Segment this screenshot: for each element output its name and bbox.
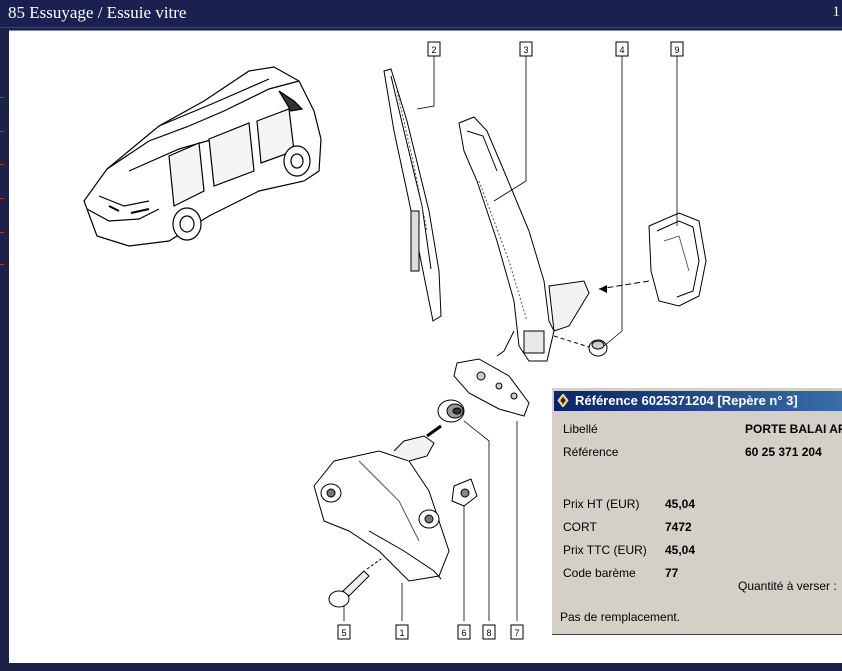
callout-number: 1 bbox=[399, 628, 404, 638]
callout-box-6[interactable]: 6 bbox=[457, 624, 471, 640]
prix-ht-label: Prix HT (EUR) bbox=[563, 497, 640, 511]
margin-tick bbox=[0, 164, 4, 165]
renault-logo-icon bbox=[557, 394, 569, 407]
callout-number: 8 bbox=[486, 628, 491, 638]
page-number: 1 bbox=[832, 4, 841, 20]
left-margin-strip bbox=[0, 28, 9, 671]
callout-box-9[interactable]: 9 bbox=[670, 41, 684, 57]
bushing-part-8[interactable] bbox=[437, 399, 465, 423]
quantite-label: Quantité à verser : bbox=[738, 579, 837, 593]
margin-tick bbox=[0, 232, 4, 233]
part-info-popup[interactable]: Référence 6025371204 [Repère n° 3] Libel… bbox=[551, 387, 842, 636]
reference-value: 60 25 371 204 bbox=[745, 445, 822, 459]
remplacement-text: Pas de remplacement. bbox=[560, 610, 681, 624]
margin-tick bbox=[0, 264, 4, 265]
callout-number: 2 bbox=[431, 45, 436, 55]
callout-number: 7 bbox=[514, 628, 519, 638]
callout-number: 5 bbox=[341, 628, 346, 638]
callout-box-5[interactable]: 5 bbox=[337, 624, 351, 640]
popup-body: Libellé PORTE BALAI AR Référence 60 25 3… bbox=[555, 414, 842, 632]
reference-label: Référence bbox=[563, 445, 619, 459]
grommet-part-6[interactable] bbox=[451, 478, 478, 507]
prix-ttc-value: 45,04 bbox=[665, 543, 696, 557]
libelle-value: PORTE BALAI AR bbox=[745, 422, 842, 436]
margin-tick bbox=[0, 97, 4, 98]
callout-leaders bbox=[343, 56, 678, 621]
callout-box-7[interactable]: 7 bbox=[510, 624, 524, 640]
parts-diagram: 2 3 4 9 5 1 6 8 7 bbox=[83, 41, 707, 640]
bolt-part-5[interactable] bbox=[328, 570, 370, 608]
callout-number: 9 bbox=[674, 45, 679, 55]
libelle-label: Libellé bbox=[563, 422, 598, 436]
cort-value: 7472 bbox=[665, 520, 692, 534]
cap-part-9[interactable] bbox=[648, 212, 707, 307]
callout-box-3[interactable]: 3 bbox=[519, 41, 533, 57]
wiper-arm-part-3[interactable] bbox=[458, 116, 590, 362]
prix-ht-value: 45,04 bbox=[665, 497, 696, 511]
margin-tick bbox=[0, 198, 4, 199]
popup-titlebar[interactable]: Référence 6025371204 [Repère n° 3] bbox=[554, 391, 842, 411]
code-bareme-label: Code barème bbox=[563, 566, 636, 580]
callout-number: 6 bbox=[461, 628, 466, 638]
cort-label: CORT bbox=[563, 520, 597, 534]
assembly-line bbox=[366, 558, 382, 570]
arrow-icon bbox=[599, 285, 607, 293]
assembly-line bbox=[553, 335, 590, 348]
popup-title: Référence 6025371204 [Repère n° 3] bbox=[575, 393, 798, 408]
window-titlebar: 85 Essuyage / Essuie vitre 1 bbox=[0, 0, 842, 28]
callout-box-1[interactable]: 1 bbox=[395, 624, 409, 640]
callout-box-8[interactable]: 8 bbox=[482, 624, 496, 640]
prix-ttc-label: Prix TTC (EUR) bbox=[563, 543, 647, 557]
parts-diagram-canvas[interactable]: 2 3 4 9 5 1 6 8 7 bbox=[9, 30, 842, 664]
callout-number: 4 bbox=[619, 45, 624, 55]
callout-box-4[interactable]: 4 bbox=[615, 41, 629, 57]
callout-box-2[interactable]: 2 bbox=[427, 41, 441, 57]
window-title: 85 Essuyage / Essuie vitre bbox=[8, 3, 187, 22]
car-illustration bbox=[83, 66, 322, 247]
bottom-margin-strip bbox=[0, 663, 842, 671]
bracket-cover-part-7[interactable] bbox=[453, 358, 530, 417]
wiper-blade-part-2[interactable] bbox=[383, 68, 442, 322]
callout-number: 3 bbox=[523, 45, 528, 55]
motor-part-1[interactable] bbox=[313, 424, 450, 582]
nut-part-4[interactable] bbox=[588, 339, 608, 357]
code-bareme-value: 77 bbox=[665, 566, 679, 580]
margin-tick bbox=[0, 131, 4, 132]
